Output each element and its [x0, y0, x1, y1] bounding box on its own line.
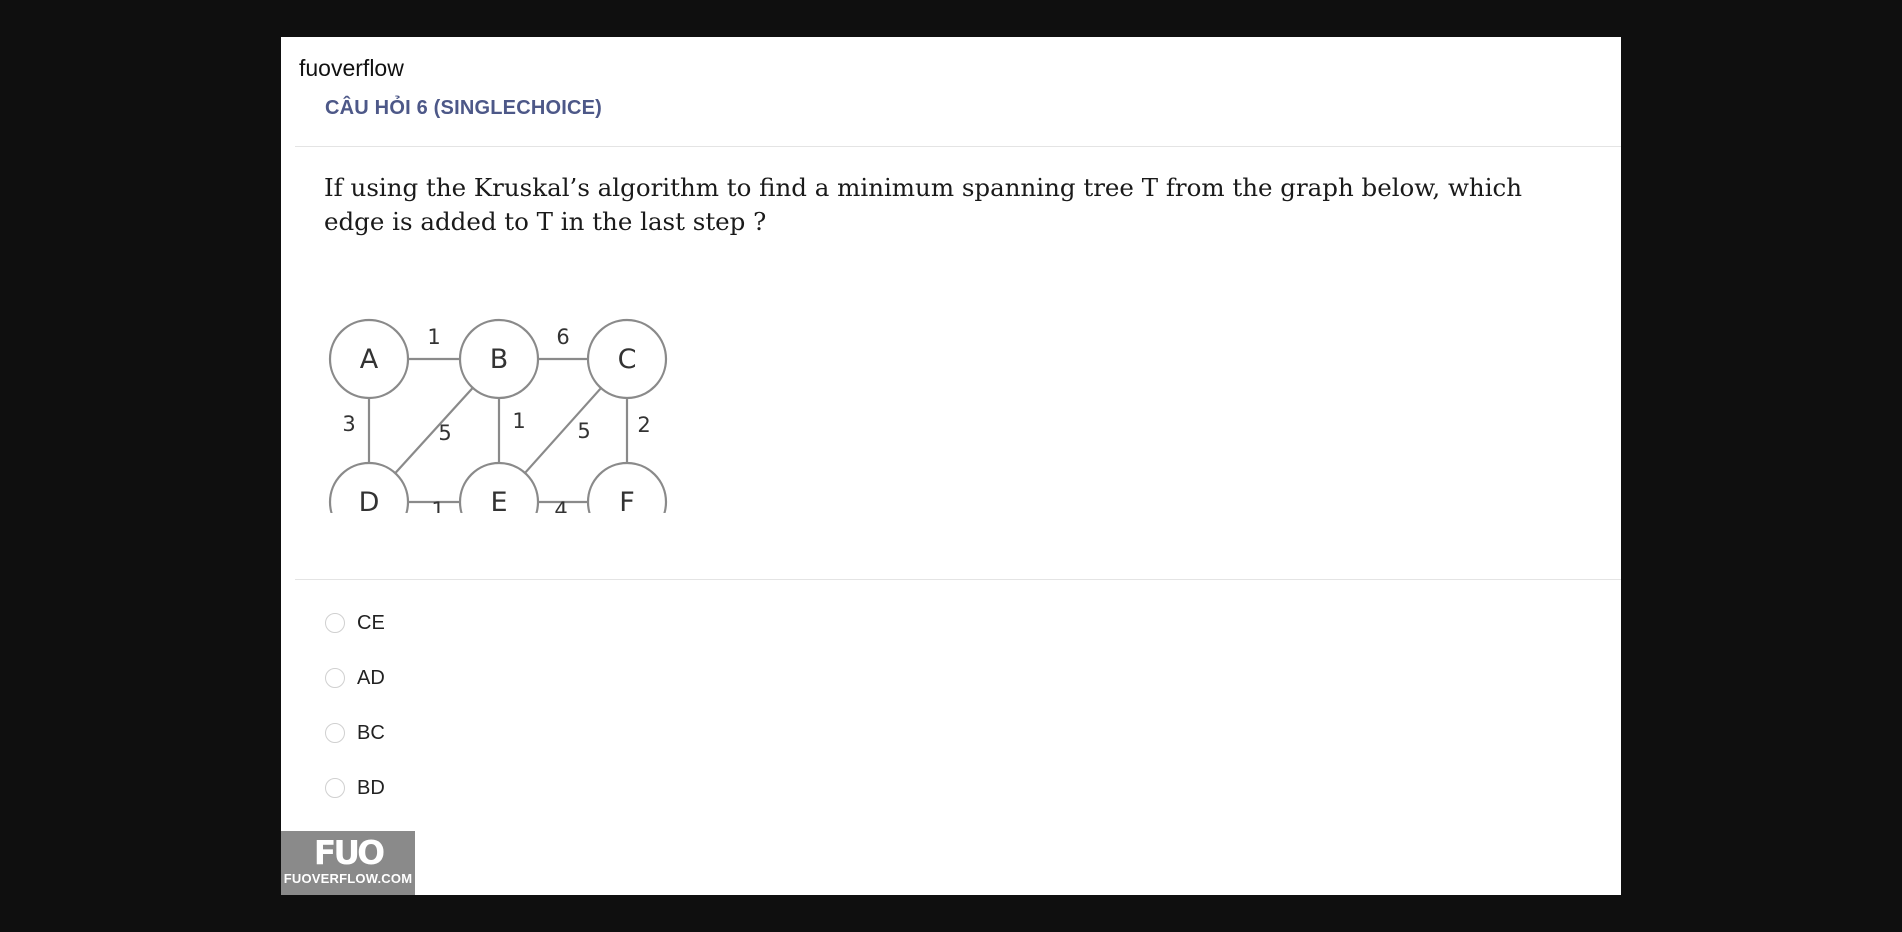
radio-button[interactable]	[325, 723, 345, 743]
logo-text: FUOVERFLOW.COM	[283, 871, 413, 886]
edge-weight-label: 6	[556, 325, 569, 349]
node-a	[328, 318, 410, 400]
radio-button[interactable]	[325, 778, 345, 798]
option-ad[interactable]: AD	[325, 665, 385, 691]
option-label: BD	[357, 776, 385, 799]
site-name: fuoverflow	[299, 55, 404, 81]
radio-button[interactable]	[325, 613, 345, 633]
fuoverflow-logo[interactable]: FUO FUOVERFLOW.COM	[281, 831, 415, 895]
option-ce[interactable]: CE	[325, 610, 385, 636]
node-c	[586, 318, 668, 400]
node-f	[586, 461, 668, 513]
header-divider	[295, 146, 1621, 147]
option-label: AD	[357, 666, 385, 689]
node-label: B	[490, 344, 509, 375]
node-b	[458, 318, 540, 400]
edge-weight-label: 1	[427, 325, 440, 349]
node-label: F	[619, 487, 635, 513]
options-divider	[295, 579, 1621, 580]
node-label: E	[490, 487, 507, 513]
node-label: A	[360, 344, 379, 375]
option-bc[interactable]: BC	[325, 720, 385, 746]
node-label: D	[359, 487, 380, 513]
edge-weight-label: 3	[342, 412, 355, 436]
node-e	[458, 461, 540, 513]
node-label: C	[618, 344, 637, 375]
edge-weight-label: 5	[438, 421, 451, 445]
edge-weight-label: 5	[577, 419, 590, 443]
edge-db	[394, 387, 474, 474]
option-label: CE	[357, 611, 385, 634]
edge-weight-label: 4	[554, 498, 567, 513]
edge-weight-label: 1	[512, 409, 525, 433]
graph-figure: 1 6 3 5 1 5 2 1 4 A B C D E F	[328, 318, 668, 513]
question-text: If using the Kruskal’s algorithm to find…	[324, 173, 1523, 236]
question-card: fuoverflow CÂU HỎI 6 (SINGLECHOICE) If u…	[281, 37, 1621, 895]
edge-weight-label: 1	[431, 498, 444, 513]
radio-button[interactable]	[325, 668, 345, 688]
edge-ec	[524, 387, 602, 474]
logo-mark: FUO	[313, 833, 385, 872]
node-d	[328, 461, 410, 513]
question-label: CÂU HỎI 6 (SINGLECHOICE)	[325, 97, 603, 119]
edge-weight-label: 2	[637, 413, 650, 437]
option-label: BC	[357, 721, 385, 744]
option-bd[interactable]: BD	[325, 775, 385, 801]
